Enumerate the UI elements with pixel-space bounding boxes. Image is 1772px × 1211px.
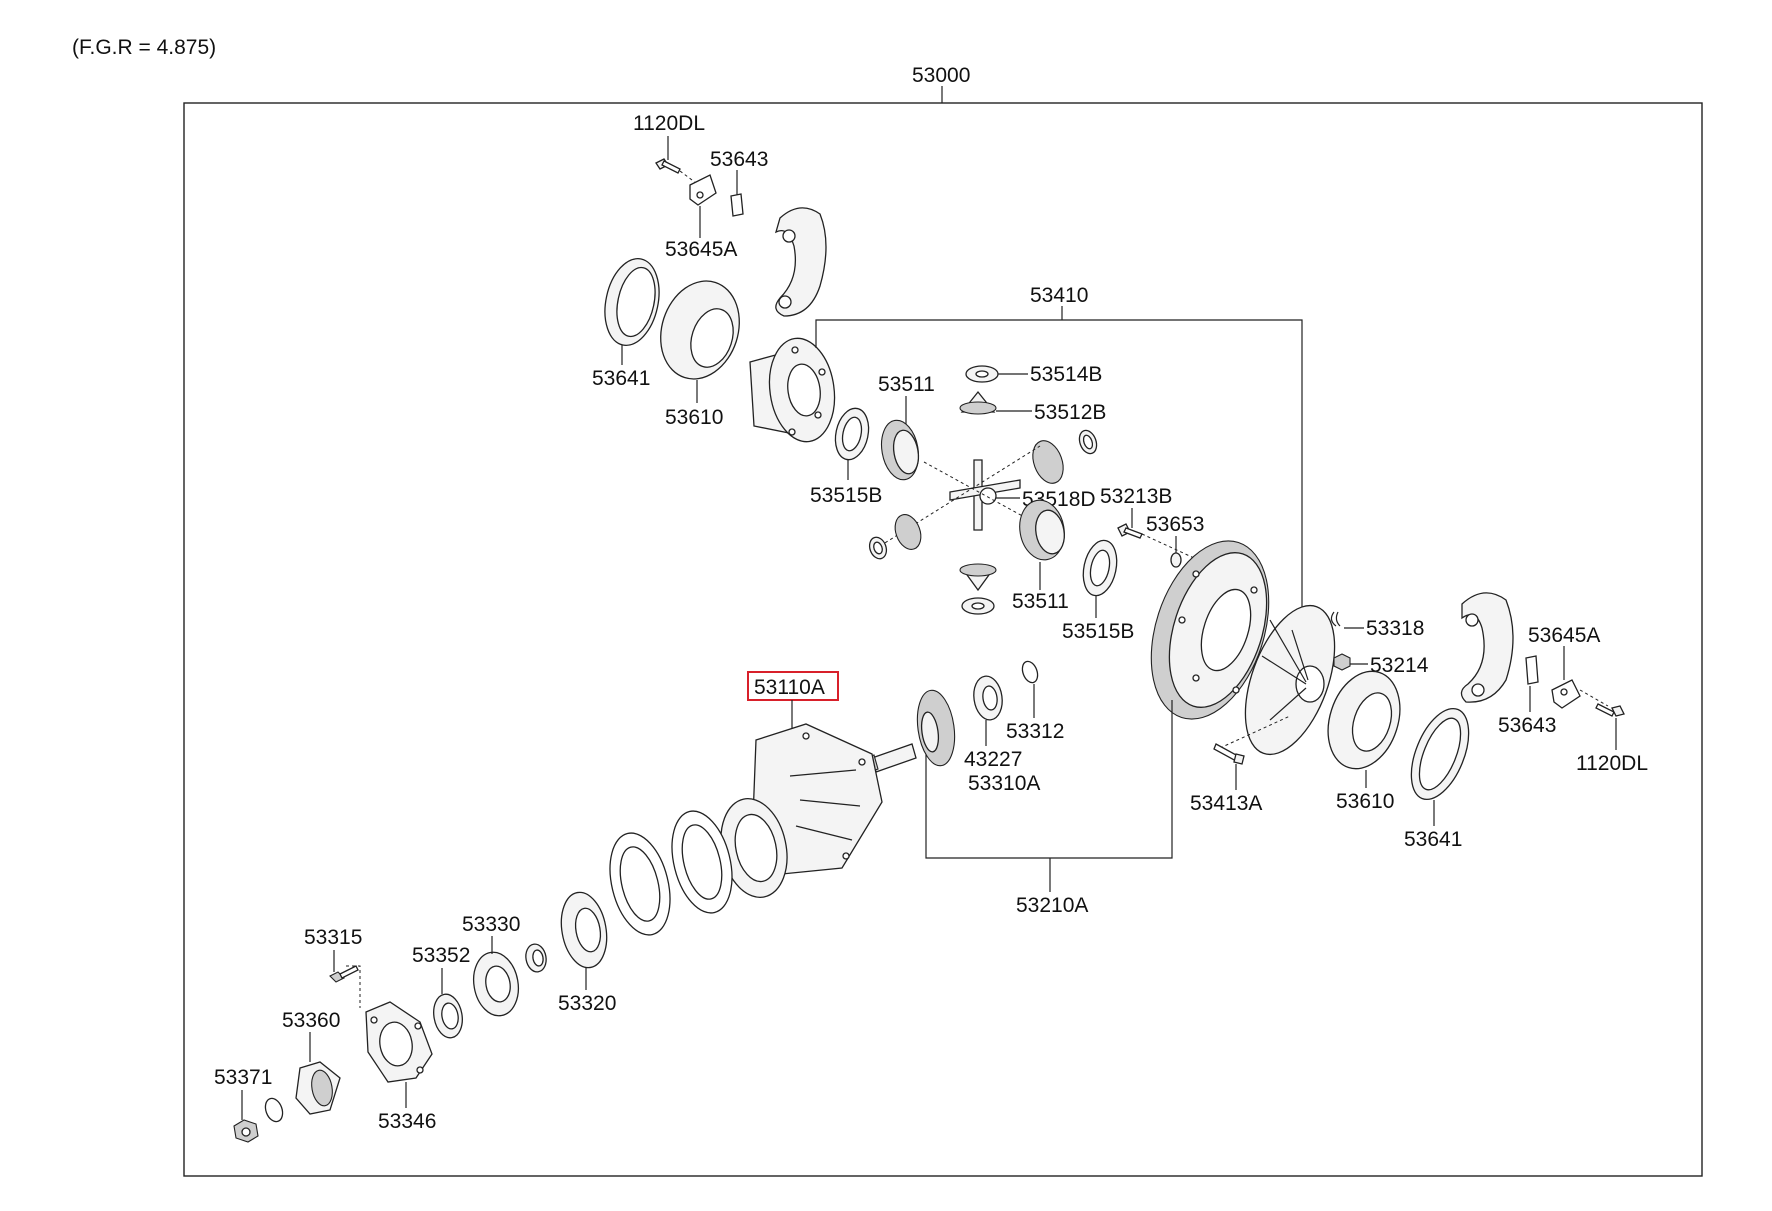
lock-nut-53371[interactable] — [233, 1119, 259, 1143]
gasket-2[interactable] — [600, 827, 679, 941]
label-53610-right[interactable]: 53610 — [1336, 790, 1394, 813]
label-53310a[interactable]: 53310A — [968, 772, 1040, 795]
bearing-53610-right[interactable] — [1316, 662, 1412, 778]
label-53653[interactable]: 53653 — [1146, 513, 1204, 536]
snap-ring-53312[interactable] — [1020, 659, 1041, 684]
o-ring-small[interactable] — [262, 1096, 285, 1124]
label-53360[interactable]: 53360 — [282, 1009, 340, 1032]
side-gear-53511-bottom[interactable] — [1015, 497, 1069, 564]
bearing-43227[interactable] — [971, 674, 1005, 721]
label-53315[interactable]: 53315 — [304, 926, 362, 949]
label-53643-top[interactable]: 53643 — [710, 148, 768, 171]
label-53515b-right[interactable]: 53515B — [1062, 620, 1134, 643]
label-1120dl-right[interactable]: 1120DL — [1576, 752, 1648, 775]
label-53610-left[interactable]: 53610 — [665, 406, 723, 429]
bearing-cap-right[interactable] — [1460, 592, 1514, 703]
label-53512b[interactable]: 53512B — [1034, 401, 1106, 424]
bearing-retainer-53346[interactable] — [365, 1001, 433, 1083]
label-53641-right[interactable]: 53641 — [1404, 828, 1462, 851]
bearing-53330[interactable] — [469, 949, 523, 1020]
drive-pinion-53310a[interactable] — [865, 688, 959, 773]
cotter-pin-53318[interactable] — [1330, 611, 1341, 627]
washer-left-lower[interactable] — [867, 535, 890, 561]
label-53645a-top[interactable]: 53645A — [665, 238, 737, 261]
companion-flange-53360[interactable] — [295, 1061, 341, 1115]
label-53515b-left[interactable]: 53515B — [810, 484, 882, 507]
label-53210a[interactable]: 53210A — [1016, 894, 1088, 917]
lock-53653[interactable] — [1170, 552, 1182, 568]
bolt-1120dl-right[interactable] — [1595, 703, 1625, 717]
side-gear-53511-top[interactable] — [877, 417, 923, 482]
oil-seal-53352[interactable] — [430, 992, 465, 1040]
label-53371[interactable]: 53371 — [214, 1066, 272, 1089]
shim-53643-right[interactable] — [1525, 655, 1539, 685]
label-53330[interactable]: 53330 — [462, 913, 520, 936]
label-53110a[interactable]: 53110A — [754, 676, 825, 699]
label-53514b[interactable]: 53514B — [1030, 363, 1102, 386]
label-53641-left[interactable]: 53641 — [592, 367, 650, 390]
diff-case-right[interactable] — [1228, 594, 1353, 767]
bearing-cap-top[interactable] — [774, 207, 827, 317]
shim-53643-top[interactable] — [730, 193, 744, 217]
washer-right-small[interactable] — [1076, 428, 1099, 456]
bolt-53413a[interactable] — [1213, 743, 1245, 765]
washer-bottom[interactable] — [961, 597, 995, 615]
lock-plate-53645a-right[interactable] — [1551, 679, 1581, 709]
label-53312[interactable]: 53312 — [1006, 720, 1064, 743]
lock-plate-53645a-top[interactable] — [689, 174, 717, 206]
carrier-housing-53110a[interactable] — [712, 723, 883, 904]
seal-ring-53641-left[interactable] — [597, 254, 666, 351]
ring-gear[interactable] — [1130, 526, 1290, 734]
label-53413a[interactable]: 53413A — [1190, 792, 1262, 815]
pinion-gear-53512b-top[interactable] — [959, 390, 997, 415]
pinion-gear-right[interactable] — [1027, 437, 1068, 488]
dash-53315 — [346, 965, 361, 1008]
label-53346[interactable]: 53346 — [378, 1110, 436, 1133]
label-53511-bottom[interactable]: 53511 — [1012, 590, 1069, 613]
label-43227[interactable]: 43227 — [964, 748, 1022, 771]
seal-ring-53641-right[interactable] — [1400, 701, 1480, 808]
diff-case-half[interactable] — [749, 334, 841, 446]
label-53320[interactable]: 53320 — [558, 992, 616, 1015]
bearing-53320[interactable] — [556, 889, 613, 971]
collapsible-spacer[interactable] — [524, 942, 549, 973]
bracket-53210a — [925, 700, 1173, 859]
label-53213b[interactable]: 53213B — [1100, 485, 1172, 508]
highlight-box-53110a — [747, 671, 839, 701]
thrust-washer-53515b-right[interactable] — [1079, 537, 1122, 598]
bearing-53610-left[interactable] — [648, 271, 751, 390]
bolt-53213b[interactable] — [1117, 523, 1143, 539]
bracket-53410 — [815, 319, 1303, 620]
bolt-53315[interactable] — [329, 965, 359, 983]
label-53410[interactable]: 53410 — [1030, 284, 1088, 307]
pinion-gear-bottom[interactable] — [959, 563, 997, 592]
nut-53214[interactable] — [1333, 653, 1351, 671]
label-53214[interactable]: 53214 — [1370, 654, 1429, 677]
label-53511-top[interactable]: 53511 — [878, 373, 935, 396]
bolt-1120dl-top[interactable] — [655, 158, 681, 174]
cross-shaft-53518d[interactable] — [949, 459, 1021, 531]
label-53645a-right[interactable]: 53645A — [1528, 624, 1600, 647]
assembly-frame — [183, 102, 1703, 1177]
pinion-gear-left-lower[interactable] — [891, 511, 926, 553]
dash-53413a — [1219, 715, 1291, 749]
label-1120dl-top[interactable]: 1120DL — [633, 112, 705, 135]
dash-bolt-ringgear — [1141, 533, 1221, 571]
final-gear-ratio-note: (F.G.R = 4.875) — [72, 36, 216, 59]
label-53643-right[interactable]: 53643 — [1498, 714, 1556, 737]
assembly-label[interactable]: 53000 — [912, 64, 970, 87]
thrust-washer-53514b[interactable] — [965, 365, 999, 383]
thrust-washer-53515b-left[interactable] — [831, 405, 873, 463]
dash-1120dl-right — [1579, 689, 1609, 707]
gasket-1[interactable] — [662, 805, 741, 919]
label-53352[interactable]: 53352 — [412, 944, 470, 967]
label-53318[interactable]: 53318 — [1366, 617, 1424, 640]
